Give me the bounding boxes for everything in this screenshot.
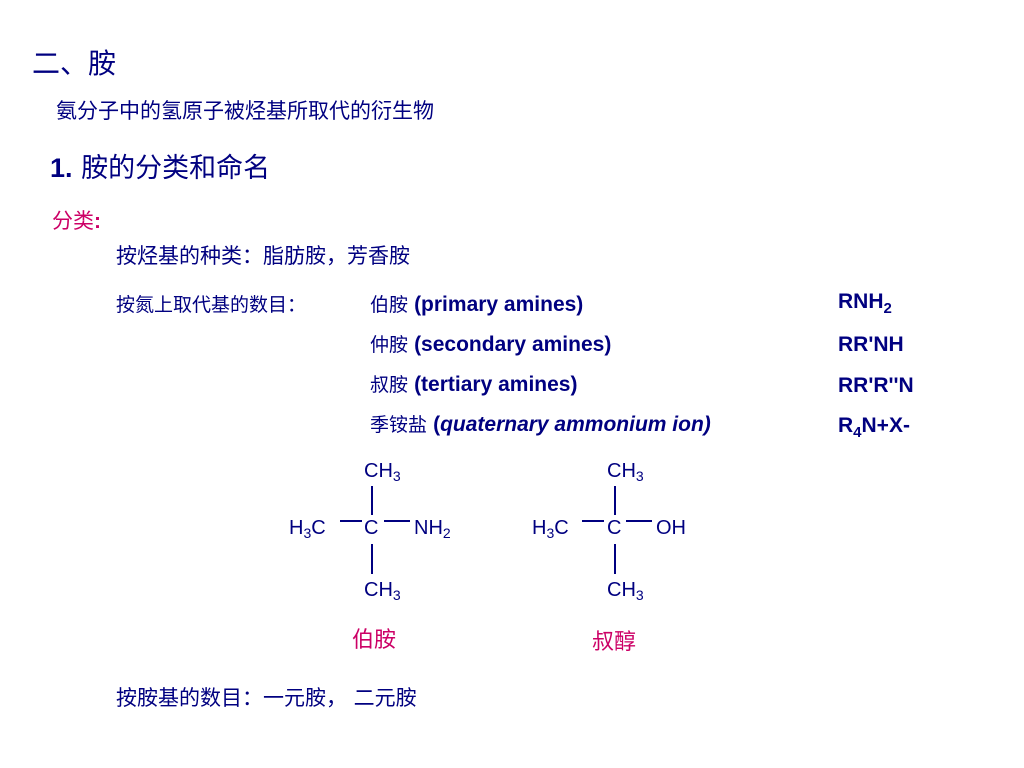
formula-main: RNH [838,290,884,313]
classification-label-text: 分类 [52,209,94,233]
structure-1-bottom-group: CH3 [364,579,401,603]
formula-sub: 2 [883,300,892,318]
formula-tail: N+X- [861,414,910,437]
amine-type-en: (primary amines) [414,293,584,316]
formula-main: RR'NH [838,333,904,356]
amine-type-cn: 伯胺 [370,294,409,316]
amine-type-en: (quaternary ammonium ion) [433,413,711,436]
amine-type-cn: 季铵盐 [370,414,428,436]
classification-label: 分类: [52,205,101,235]
formula-quaternary: R4N+X- [838,414,910,441]
by-hydrocarbon-type: 按烃基的种类：脂肪胺，芳香胺 [116,244,410,268]
amine-type-secondary: 仲胺 (secondary amines) [370,330,611,357]
formula-tertiary: RR'R''N [838,374,914,398]
structure-2-caption: 叔醇 [592,630,637,655]
structure-1-right-group: NH2 [414,517,451,541]
amine-type-primary: 伯胺 (primary amines) [370,290,583,317]
structure-2-bottom-group: CH3 [607,579,644,603]
by-nitrogen-prefix: 按氮上取代基的数目： [116,294,307,316]
subsection-number: 1. [50,153,73,183]
classification-label-colon: : [94,210,101,233]
amine-type-cn: 叔胺 [370,374,409,396]
amine-type-cn: 仲胺 [370,334,409,356]
amine-type-en-italic: quaternary ammonium ion) [440,413,711,436]
formula-primary: RNH2 [838,290,892,317]
structure-1-left-group: H3C [289,517,326,541]
structure-2-right-group: OH [656,517,686,539]
formula-main: RR'R''N [838,374,914,397]
amine-type-en-open: ( [433,413,441,436]
formula-sub: 4 [853,424,862,442]
amine-type-en: (secondary amines) [414,333,612,356]
section-title: 二、胺 [32,47,117,80]
amine-type-tertiary: 叔胺 (tertiary amines) [370,370,577,397]
structure-2-center-atom: C [607,517,622,539]
structure-2-top-group: CH3 [607,460,644,484]
amine-type-en: (tertiary amines) [414,373,578,396]
formula-main: R [838,414,854,437]
structure-1-caption: 伯胺 [352,628,397,653]
subsection-heading: 1. 胺的分类和命名 [50,146,270,185]
formula-secondary: RR'NH [838,333,904,357]
subsection-title: 胺的分类和命名 [81,153,271,184]
amine-type-quaternary: 季铵盐 (quaternary ammonium ion) [370,410,711,437]
by-amine-group-count: 按胺基的数目：一元胺， 二元胺 [116,686,417,710]
structure-1-center-atom: C [364,517,379,539]
definition-text: 氨分子中的氢原子被烃基所取代的衍生物 [56,99,434,123]
structure-2-left-group: H3C [532,517,569,541]
structure-1-top-group: CH3 [364,460,401,484]
